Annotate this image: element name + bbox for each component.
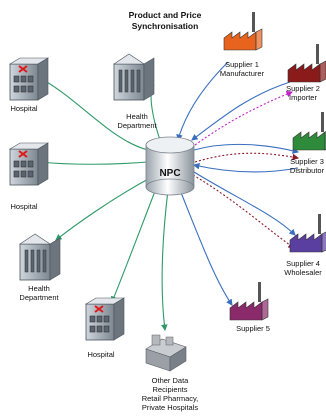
hospital-1-icon [8, 57, 50, 101]
other-recipients-line-3: Retail Pharmacy, [141, 394, 199, 403]
link-npc-other-recipients [161, 189, 169, 332]
link-npc-supplier-3 [193, 143, 300, 154]
supplier-4-line-2: Wholesaler [284, 268, 322, 277]
link-npc-health-dept-2 [55, 177, 151, 241]
health-department-1-icon [113, 53, 155, 101]
other-recipients-label: Other Data Recipients Retail Pharmacy, P… [135, 376, 205, 412]
health-department-1-label: Health Department [112, 112, 162, 130]
link-supplier-3-npc [192, 162, 299, 173]
link-npc-supplier-4 [193, 171, 296, 236]
other-recipients-line-4: Private Hospitals [141, 403, 199, 412]
link-supplier-2-dotted [194, 91, 294, 146]
other-recipients-line-1: Other Data [151, 376, 189, 385]
hospital-1-label: Hospital [10, 104, 38, 113]
link-supplier-3-dotted [194, 152, 300, 163]
supplier-2-label: Supplier 2 Importer [280, 84, 326, 102]
supplier-5-factory-icon [229, 282, 269, 321]
supplier-1-factory-icon [223, 12, 263, 51]
supplier-2-factory-icon [287, 44, 326, 83]
health-department-2-line-2: Department [19, 293, 59, 302]
npc-label: NPC [159, 168, 181, 179]
supplier-3-line-2: Distributor [289, 166, 325, 175]
health-department-1-line-1: Health [126, 112, 148, 121]
diagram-title: Product and Price Synchronisation [95, 10, 235, 32]
link-supplier-2-npc [191, 81, 291, 141]
supplier-1-line-2: Manufacturer [219, 69, 265, 78]
link-npc-hospital-1 [39, 77, 149, 151]
supplier-1-label: Supplier 1 Manufacturer [214, 60, 270, 78]
health-department-2-line-1: Health [28, 284, 50, 293]
npc-database-icon [145, 136, 195, 196]
supplier-5-label: Supplier 5 [236, 324, 270, 333]
title-line-2: Synchronisation [131, 21, 199, 31]
supplier-1-line-1: Supplier 1 [225, 60, 259, 69]
health-department-2-label: Health Department [14, 284, 64, 302]
hospital-3-label: Hospital [87, 350, 115, 359]
link-supplier-1-npc [176, 61, 229, 142]
supplier-4-label: Supplier 4 Wholesaler [280, 259, 326, 277]
pharmacy-building-icon [145, 334, 187, 372]
hospital-2-icon [8, 142, 50, 186]
supplier-2-line-2: Importer [289, 93, 317, 102]
title-line-1: Product and Price [128, 10, 202, 20]
link-npc-hospital-3 [111, 185, 158, 304]
supplier-2-line-1: Supplier 2 [286, 84, 320, 93]
hospital-3-icon [84, 297, 126, 341]
health-department-1-line-2: Department [117, 121, 157, 130]
health-department-2-icon [19, 233, 61, 281]
supplier-3-line-1: Supplier 3 [290, 157, 324, 166]
hospital-2-label: Hospital [10, 202, 38, 211]
supplier-4-factory-icon [289, 214, 326, 253]
supplier-3-label: Supplier 3 Distributor [288, 157, 326, 175]
supplier-links [176, 61, 300, 306]
link-npc-supplier-5 [179, 189, 233, 306]
supplier-4-line-1: Supplier 4 [286, 259, 320, 268]
supplier-3-factory-icon [292, 112, 326, 151]
link-npc-hospital-2 [38, 159, 148, 166]
link-supplier-4-dotted [192, 174, 295, 249]
recipient-links [38, 77, 169, 332]
other-recipients-line-2: Recipients [152, 385, 188, 394]
